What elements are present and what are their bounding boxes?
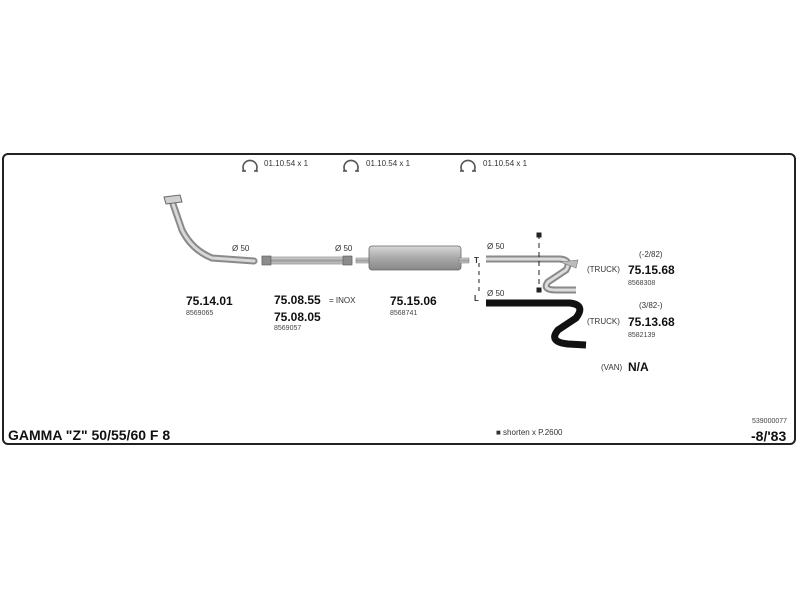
tail-late-ref: 8582139	[628, 332, 656, 339]
tail-early-date: (-2/82)	[639, 250, 663, 259]
silencer	[355, 245, 470, 271]
cut-marker-lines	[478, 232, 542, 294]
tail-pipe-late-diameter: Ø 50	[487, 289, 505, 298]
marker-t: T	[474, 256, 479, 265]
shorten-note: ■ shorten x P.2600	[496, 428, 563, 437]
clamp-label: 01.10.54 x 1	[366, 159, 411, 168]
van-prefix: (VAN)	[601, 363, 623, 372]
silencer-code: 75.15.06	[390, 294, 437, 308]
clamp-label: 01.10.54 x 1	[483, 159, 528, 168]
tail-late-prefix: (TRUCK)	[587, 317, 620, 326]
tail-pipe-truck-late	[486, 299, 587, 349]
middle-pipe	[261, 255, 353, 266]
diagram-frame	[2, 153, 796, 445]
silencer-ref: 8568741	[390, 310, 418, 317]
tail-pipe-early-diameter: Ø 50	[487, 242, 505, 251]
middle-pipe-diameter: Ø 50	[335, 244, 353, 253]
front-pipe-ref: 8569065	[186, 310, 214, 317]
clamp-icon	[460, 159, 476, 172]
tail-late-date: (3/82-)	[639, 301, 663, 310]
clamp-label: 01.10.54 x 1	[264, 159, 309, 168]
middle-pipe-code: 75.08.05	[274, 310, 321, 324]
front-pipe	[163, 194, 258, 265]
marker-l: L	[474, 294, 479, 303]
front-pipe-diameter: Ø 50	[232, 244, 250, 253]
model-title: GAMMA "Z" 50/55/60 F 8	[8, 427, 171, 443]
tail-pipe-truck-early	[486, 255, 579, 294]
clamp-icon	[343, 159, 359, 172]
front-pipe-code: 75.14.01	[186, 294, 233, 308]
tail-early-ref: 8568308	[628, 280, 656, 287]
van-code: N/A	[628, 360, 649, 374]
catalog-number: 539000077	[752, 418, 788, 425]
year-range: -8/'83	[751, 428, 787, 444]
tail-late-code: 75.13.68	[628, 315, 675, 329]
clamp-icon	[242, 159, 258, 172]
middle-pipe-inox-code: 75.08.55	[274, 293, 321, 307]
inox-note: = INOX	[329, 296, 356, 305]
tail-early-code: 75.15.68	[628, 263, 675, 277]
middle-pipe-ref: 8569057	[274, 325, 302, 332]
tail-early-prefix: (TRUCK)	[587, 265, 620, 274]
